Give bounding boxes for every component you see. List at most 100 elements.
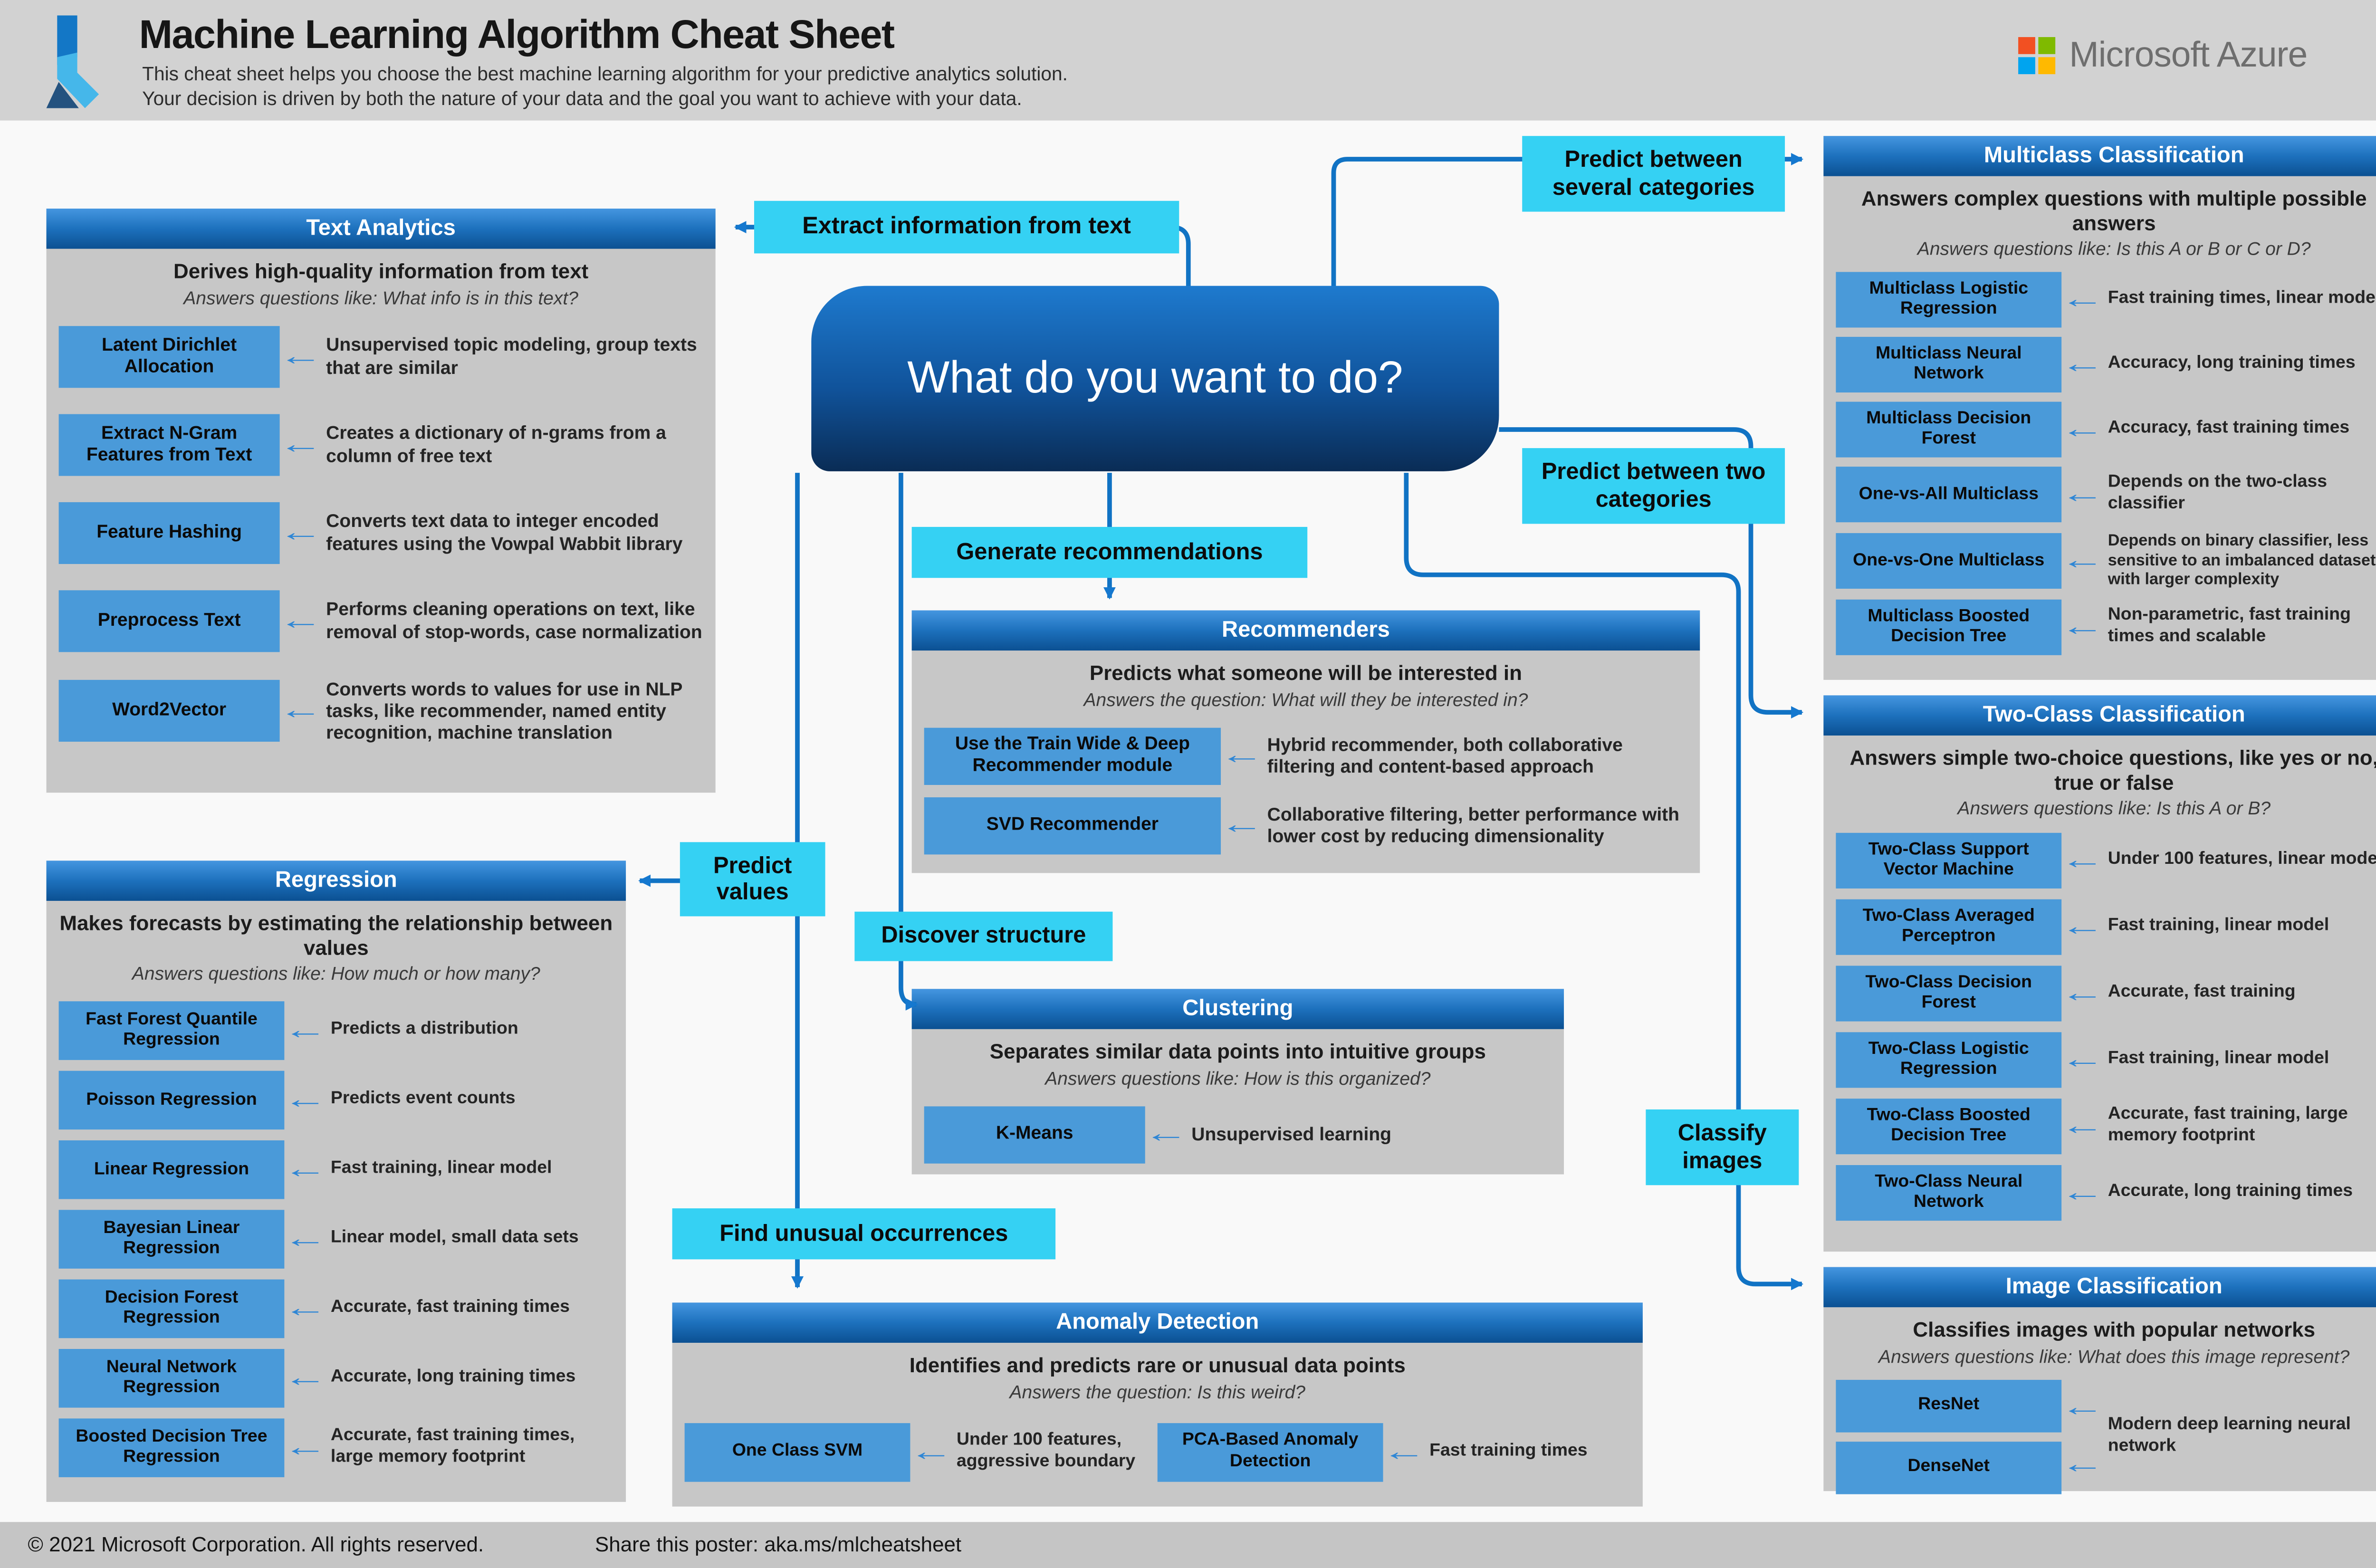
- algorithm-row: One-vs-All Multiclass ← Depends on the t…: [1836, 467, 2376, 523]
- left-arrow-icon: ←: [1219, 740, 1264, 770]
- algorithm-row: Poisson Regression ← Predicts event coun…: [58, 1071, 613, 1130]
- algorithm-button-two-class-logistic-regression[interactable]: Two-Class Logistic Regression: [1836, 1033, 2062, 1089]
- share-link-text: Share this poster: aka.ms/mlcheatsheet: [595, 1532, 962, 1556]
- algorithm-button-preprocess-text[interactable]: Preprocess Text: [58, 590, 280, 652]
- algorithm-row: Use the Train Wide & Deep Recommender mo…: [924, 727, 1687, 785]
- algorithm-button-densenet[interactable]: DenseNet: [1836, 1441, 2062, 1494]
- algorithm-button-svd-recommender[interactable]: SVD Recommender: [924, 797, 1221, 854]
- algorithm-button-two-class-support-vector-machine[interactable]: Two-Class Support Vector Machine: [1836, 833, 2062, 889]
- algorithm-row: Multiclass Boosted Decision Tree ← Non-p…: [1836, 599, 2376, 655]
- algorithm-row: Multiclass Neural Network ← Accuracy, lo…: [1836, 337, 2376, 393]
- algorithm-row: Preprocess Text ← Performs cleaning oper…: [58, 590, 703, 652]
- algorithm-row: Feature Hashing ← Converts text data to …: [58, 501, 703, 564]
- algorithm-button-one-class-svm[interactable]: One Class SVM: [684, 1423, 910, 1482]
- flow-label-predict-values[interactable]: Predict values: [680, 842, 825, 917]
- panel-heading: Predicts what someone will be interested…: [1089, 661, 1522, 685]
- algorithm-button-neural-network-regression[interactable]: Neural Network Regression: [58, 1349, 285, 1408]
- algorithm-row: Word2Vector ← Converts words to values f…: [58, 678, 703, 745]
- algorithm-row: One Class SVM ← Under 100 features, aggr…: [684, 1423, 1158, 1482]
- algorithm-button-multiclass-decision-forest[interactable]: Multiclass Decision Forest: [1836, 402, 2062, 458]
- algorithm-button-k-means[interactable]: K-Means: [924, 1106, 1145, 1163]
- flow-label-extract-information-from-text[interactable]: Extract information from text: [754, 201, 1179, 254]
- algorithm-description: Under 100 features, aggressive boundary: [956, 1431, 1136, 1471]
- algorithm-description: Fast training times, linear model: [2108, 289, 2376, 308]
- panel-anomaly-detection: Anomaly Detection Identifies and predict…: [672, 1302, 1643, 1507]
- algorithm-row: Neural Network Regression ← Accurate, lo…: [58, 1349, 613, 1408]
- left-arrow-icon: ←: [1219, 810, 1264, 840]
- algorithm-button-one-vs-one-multiclass[interactable]: One-vs-One Multiclass: [1836, 533, 2062, 589]
- algorithm-description: Modern deep learning neural network: [2108, 1415, 2351, 1455]
- panel-title: Image Classification: [1823, 1267, 2376, 1308]
- algorithm-row: Bayesian Linear Regression ← Linear mode…: [58, 1210, 613, 1269]
- algorithm-button-extract-ngram-features[interactable]: Extract N-Gram Features from Text: [58, 413, 280, 476]
- flow-label-find-unusual-occurrences[interactable]: Find unusual occurrences: [672, 1208, 1056, 1260]
- algorithm-description: Fast training, linear model: [330, 1159, 552, 1178]
- algorithm-description: Unsupervised topic modeling, group texts…: [326, 334, 697, 378]
- panel-heading: Derives high-quality information from te…: [173, 259, 589, 283]
- flow-label-predict-between-two-categories[interactable]: Predict between two categories: [1522, 448, 1785, 524]
- algorithm-button-multiclass-boosted-decision-tree[interactable]: Multiclass Boosted Decision Tree: [1836, 599, 2062, 655]
- flow-label-generate-recommendations[interactable]: Generate recommendations: [911, 526, 1308, 578]
- footer-bar: © 2021 Microsoft Corporation. All rights…: [0, 1522, 2376, 1568]
- algorithm-button-two-class-averaged-perceptron[interactable]: Two-Class Averaged Perceptron: [1836, 899, 2062, 956]
- left-arrow-icon: ←: [278, 341, 323, 371]
- algorithm-button-poisson-regression[interactable]: Poisson Regression: [58, 1071, 285, 1130]
- flow-label-predict-between-several-categories[interactable]: Predict between several categories: [1522, 136, 1785, 212]
- panel-title: Recommenders: [911, 610, 1700, 651]
- algorithm-button-linear-regression[interactable]: Linear Regression: [58, 1140, 285, 1200]
- algorithm-button-bayesian-linear-regression[interactable]: Bayesian Linear Regression: [58, 1210, 285, 1269]
- algorithm-description: Accuracy, long training times: [2108, 354, 2356, 373]
- algorithm-row: One-vs-One Multiclass ← Depends on binar…: [1836, 532, 2376, 590]
- algorithm-row: Two-Class Support Vector Machine ← Under…: [1836, 833, 2376, 889]
- algorithm-row: Boosted Decision Tree Regression ← Accur…: [58, 1419, 613, 1478]
- algorithm-button-decision-forest-regression[interactable]: Decision Forest Regression: [58, 1280, 285, 1339]
- left-arrow-icon: ←: [278, 696, 323, 726]
- algorithm-button-two-class-neural-network[interactable]: Two-Class Neural Network: [1836, 1165, 2062, 1221]
- left-arrow-icon: ←: [283, 1015, 328, 1045]
- algorithm-button-two-class-decision-forest[interactable]: Two-Class Decision Forest: [1836, 966, 2062, 1022]
- algorithm-description: Fast training, linear model: [2108, 917, 2329, 936]
- algorithm-description: Unsupervised learning: [1191, 1123, 1392, 1145]
- algorithm-description: Converts text data to integer encoded fe…: [326, 510, 683, 555]
- left-arrow-icon: ←: [2060, 912, 2105, 942]
- left-arrow-icon: ←: [2060, 479, 2105, 509]
- algorithm-button-one-vs-all-multiclass[interactable]: One-vs-All Multiclass: [1836, 467, 2062, 523]
- left-arrow-icon: ←: [909, 1436, 954, 1466]
- panel-subheading: Answers questions like: How much or how …: [132, 963, 540, 985]
- algorithm-button-word2vector[interactable]: Word2Vector: [58, 680, 280, 742]
- algorithm-button-multiclass-neural-network[interactable]: Multiclass Neural Network: [1836, 337, 2062, 393]
- algorithm-button-multiclass-logistic-regression[interactable]: Multiclass Logistic Regression: [1836, 272, 2062, 328]
- left-arrow-icon: ←: [283, 1433, 328, 1463]
- panel-multiclass-classification: Multiclass Classification Answers comple…: [1823, 136, 2376, 680]
- algorithm-button-fast-forest-quantile-regression[interactable]: Fast Forest Quantile Regression: [58, 1002, 285, 1061]
- subtitle-line-2: Your decision is driven by both the natu…: [142, 88, 1022, 110]
- flow-label-classify-images[interactable]: Classify images: [1646, 1109, 1799, 1186]
- algorithm-description: Fast training times: [1429, 1441, 1588, 1460]
- page-subtitle: This cheat sheet helps you choose the be…: [142, 62, 1068, 112]
- algorithm-description: Converts words to values for use in NLP …: [326, 678, 682, 744]
- panel-clustering: Clustering Separates similar data points…: [911, 989, 1564, 1175]
- algorithm-button-resnet[interactable]: ResNet: [1836, 1379, 2062, 1432]
- algorithm-description: Accurate, long training times: [2108, 1182, 2353, 1201]
- microsoft-squares-icon: [2018, 36, 2056, 74]
- algorithm-row: Two-Class Logistic Regression ← Fast tra…: [1836, 1033, 2376, 1089]
- algorithm-button-pca-based-anomaly-detection[interactable]: PCA-Based Anomaly Detection: [1157, 1423, 1383, 1482]
- algorithm-row: K-Means ← Unsupervised learning: [924, 1106, 1552, 1163]
- algorithm-button-boosted-decision-tree-regression[interactable]: Boosted Decision Tree Regression: [58, 1419, 285, 1478]
- left-arrow-icon: ←: [2060, 1111, 2105, 1141]
- flow-label-discover-structure[interactable]: Discover structure: [854, 911, 1113, 961]
- left-arrow-icon: ←: [283, 1363, 328, 1393]
- algorithm-row: PCA-Based Anomaly Detection ← Fast train…: [1157, 1423, 1630, 1482]
- algorithm-button-train-wide-deep-recommender[interactable]: Use the Train Wide & Deep Recommender mo…: [924, 727, 1221, 785]
- left-arrow-icon: ←: [278, 429, 323, 459]
- left-arrow-icon: ←: [278, 605, 323, 635]
- panel-two-class-classification: Two-Class Classification Answers simple …: [1823, 695, 2376, 1252]
- algorithm-button-latent-dirichlet-allocation[interactable]: Latent Dirichlet Allocation: [58, 325, 280, 388]
- algorithm-button-feature-hashing[interactable]: Feature Hashing: [58, 501, 280, 564]
- algorithm-row: Multiclass Decision Forest ← Accuracy, f…: [1836, 402, 2376, 458]
- left-arrow-icon: ←: [1143, 1119, 1188, 1148]
- algorithm-description: Depends on binary classifier, less sensi…: [2108, 532, 2376, 590]
- panel-heading: Makes forecasts by estimating the relati…: [59, 911, 613, 959]
- algorithm-button-two-class-boosted-decision-tree[interactable]: Two-Class Boosted Decision Tree: [1836, 1099, 2062, 1155]
- left-arrow-icon: ←: [2060, 349, 2105, 379]
